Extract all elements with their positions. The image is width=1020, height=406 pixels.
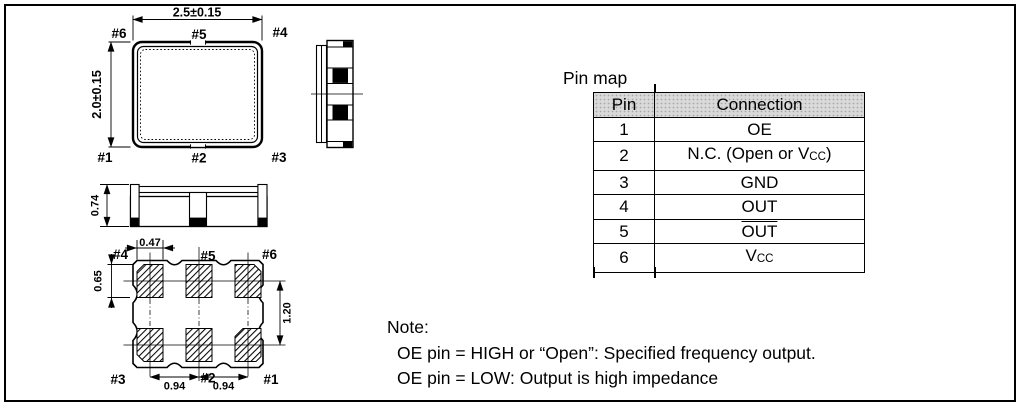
pin-cell: 6 xyxy=(593,243,655,273)
note-line-2: OE pin = LOW: Output is high impedance xyxy=(397,368,719,388)
front-view-height-dim: 0.74 xyxy=(90,194,102,216)
vcc-subscript: CC xyxy=(756,253,774,265)
top-view-pin4-label: #4 xyxy=(272,25,288,40)
table-row: 3 GND xyxy=(593,169,865,195)
top-view-width-dim: 2.5±0.15 xyxy=(173,6,222,20)
note-line-1: OE pin = HIGH or “Open”: Specified frequ… xyxy=(397,343,816,363)
land-pattern-drawing: 0.47 0.65 1.20 0.94 0.94 #4 #5 #6 #3 #2 … xyxy=(93,237,294,393)
land-pad-width-dim: 0.47 xyxy=(139,237,160,249)
pin-cell: 4 xyxy=(593,194,655,220)
land-pin1-label: #1 xyxy=(263,372,279,387)
table-row: 1 OE xyxy=(593,116,865,142)
pin-cell: 5 xyxy=(593,218,655,244)
top-view-drawing: 2.5±0.15 2.0±0.15 #6 #5 #4 #1 #2 #3 xyxy=(90,6,288,166)
table-row: 2 N.C. (Open or VCC) xyxy=(593,141,865,171)
connection-cell: OUT xyxy=(654,194,865,220)
table-row: 4 OUT xyxy=(593,194,865,220)
pin-column-header: Pin xyxy=(593,92,655,118)
land-pin4-label: #4 xyxy=(113,247,129,262)
vcc-subscript: CC xyxy=(809,151,826,163)
table-row: 5 OUT xyxy=(593,218,865,244)
table-row: 6 VCC xyxy=(593,243,865,273)
land-col-pitch-left-dim: 0.94 xyxy=(164,381,186,393)
land-pin3-label: #3 xyxy=(110,372,126,387)
connection-cell: N.C. (Open or VCC) xyxy=(654,141,865,171)
top-view-pin3-label: #3 xyxy=(271,150,287,165)
connection-text: N.C. (Open or V xyxy=(687,144,810,163)
table-grid-extension xyxy=(654,84,656,92)
land-pin5-label: #5 xyxy=(200,249,216,264)
top-view-pin1-label: #1 xyxy=(97,150,113,165)
table-grid-extension xyxy=(593,267,595,278)
table-header-row: Pin Connection xyxy=(593,92,865,118)
land-pin2-label: #2 xyxy=(200,371,215,386)
side-view-drawing xyxy=(311,39,363,149)
connection-text: ) xyxy=(825,144,832,163)
table-grid-extension xyxy=(654,267,656,278)
pin-cell: 3 xyxy=(593,169,655,195)
note-title: Note: xyxy=(387,317,429,337)
top-view-height-dim: 2.0±0.15 xyxy=(90,70,104,119)
package-drawings: 2.5±0.15 2.0±0.15 #6 #5 #4 #1 #2 #3 xyxy=(90,6,363,393)
land-pin6-label: #6 xyxy=(262,247,278,262)
pin-cell: 2 xyxy=(593,141,655,171)
top-view-pin2-label: #2 xyxy=(191,151,206,166)
connection-column-header: Connection xyxy=(654,92,865,118)
connection-cell: OE xyxy=(654,116,865,142)
land-pad-height-dim: 0.65 xyxy=(93,270,105,291)
pin-cell: 1 xyxy=(593,116,655,142)
top-view-pin6-label: #6 xyxy=(111,26,127,41)
pin-map-table: Pin Connection 1 OE 2 N.C. (Open or VCC)… xyxy=(593,92,865,273)
connection-cell: VCC xyxy=(654,243,865,273)
pin-map-title: Pin map xyxy=(563,68,628,88)
connection-text: V xyxy=(745,246,757,265)
front-view-drawing: 0.74 xyxy=(90,183,268,228)
land-row-pitch-dim: 1.20 xyxy=(282,302,294,323)
out-bar-text: OUT xyxy=(741,221,778,241)
connection-cell: GND xyxy=(654,169,865,195)
top-view-pin5-label: #5 xyxy=(191,27,207,42)
connection-cell: OUT xyxy=(654,218,865,244)
land-col-pitch-right-dim: 0.94 xyxy=(213,381,235,393)
